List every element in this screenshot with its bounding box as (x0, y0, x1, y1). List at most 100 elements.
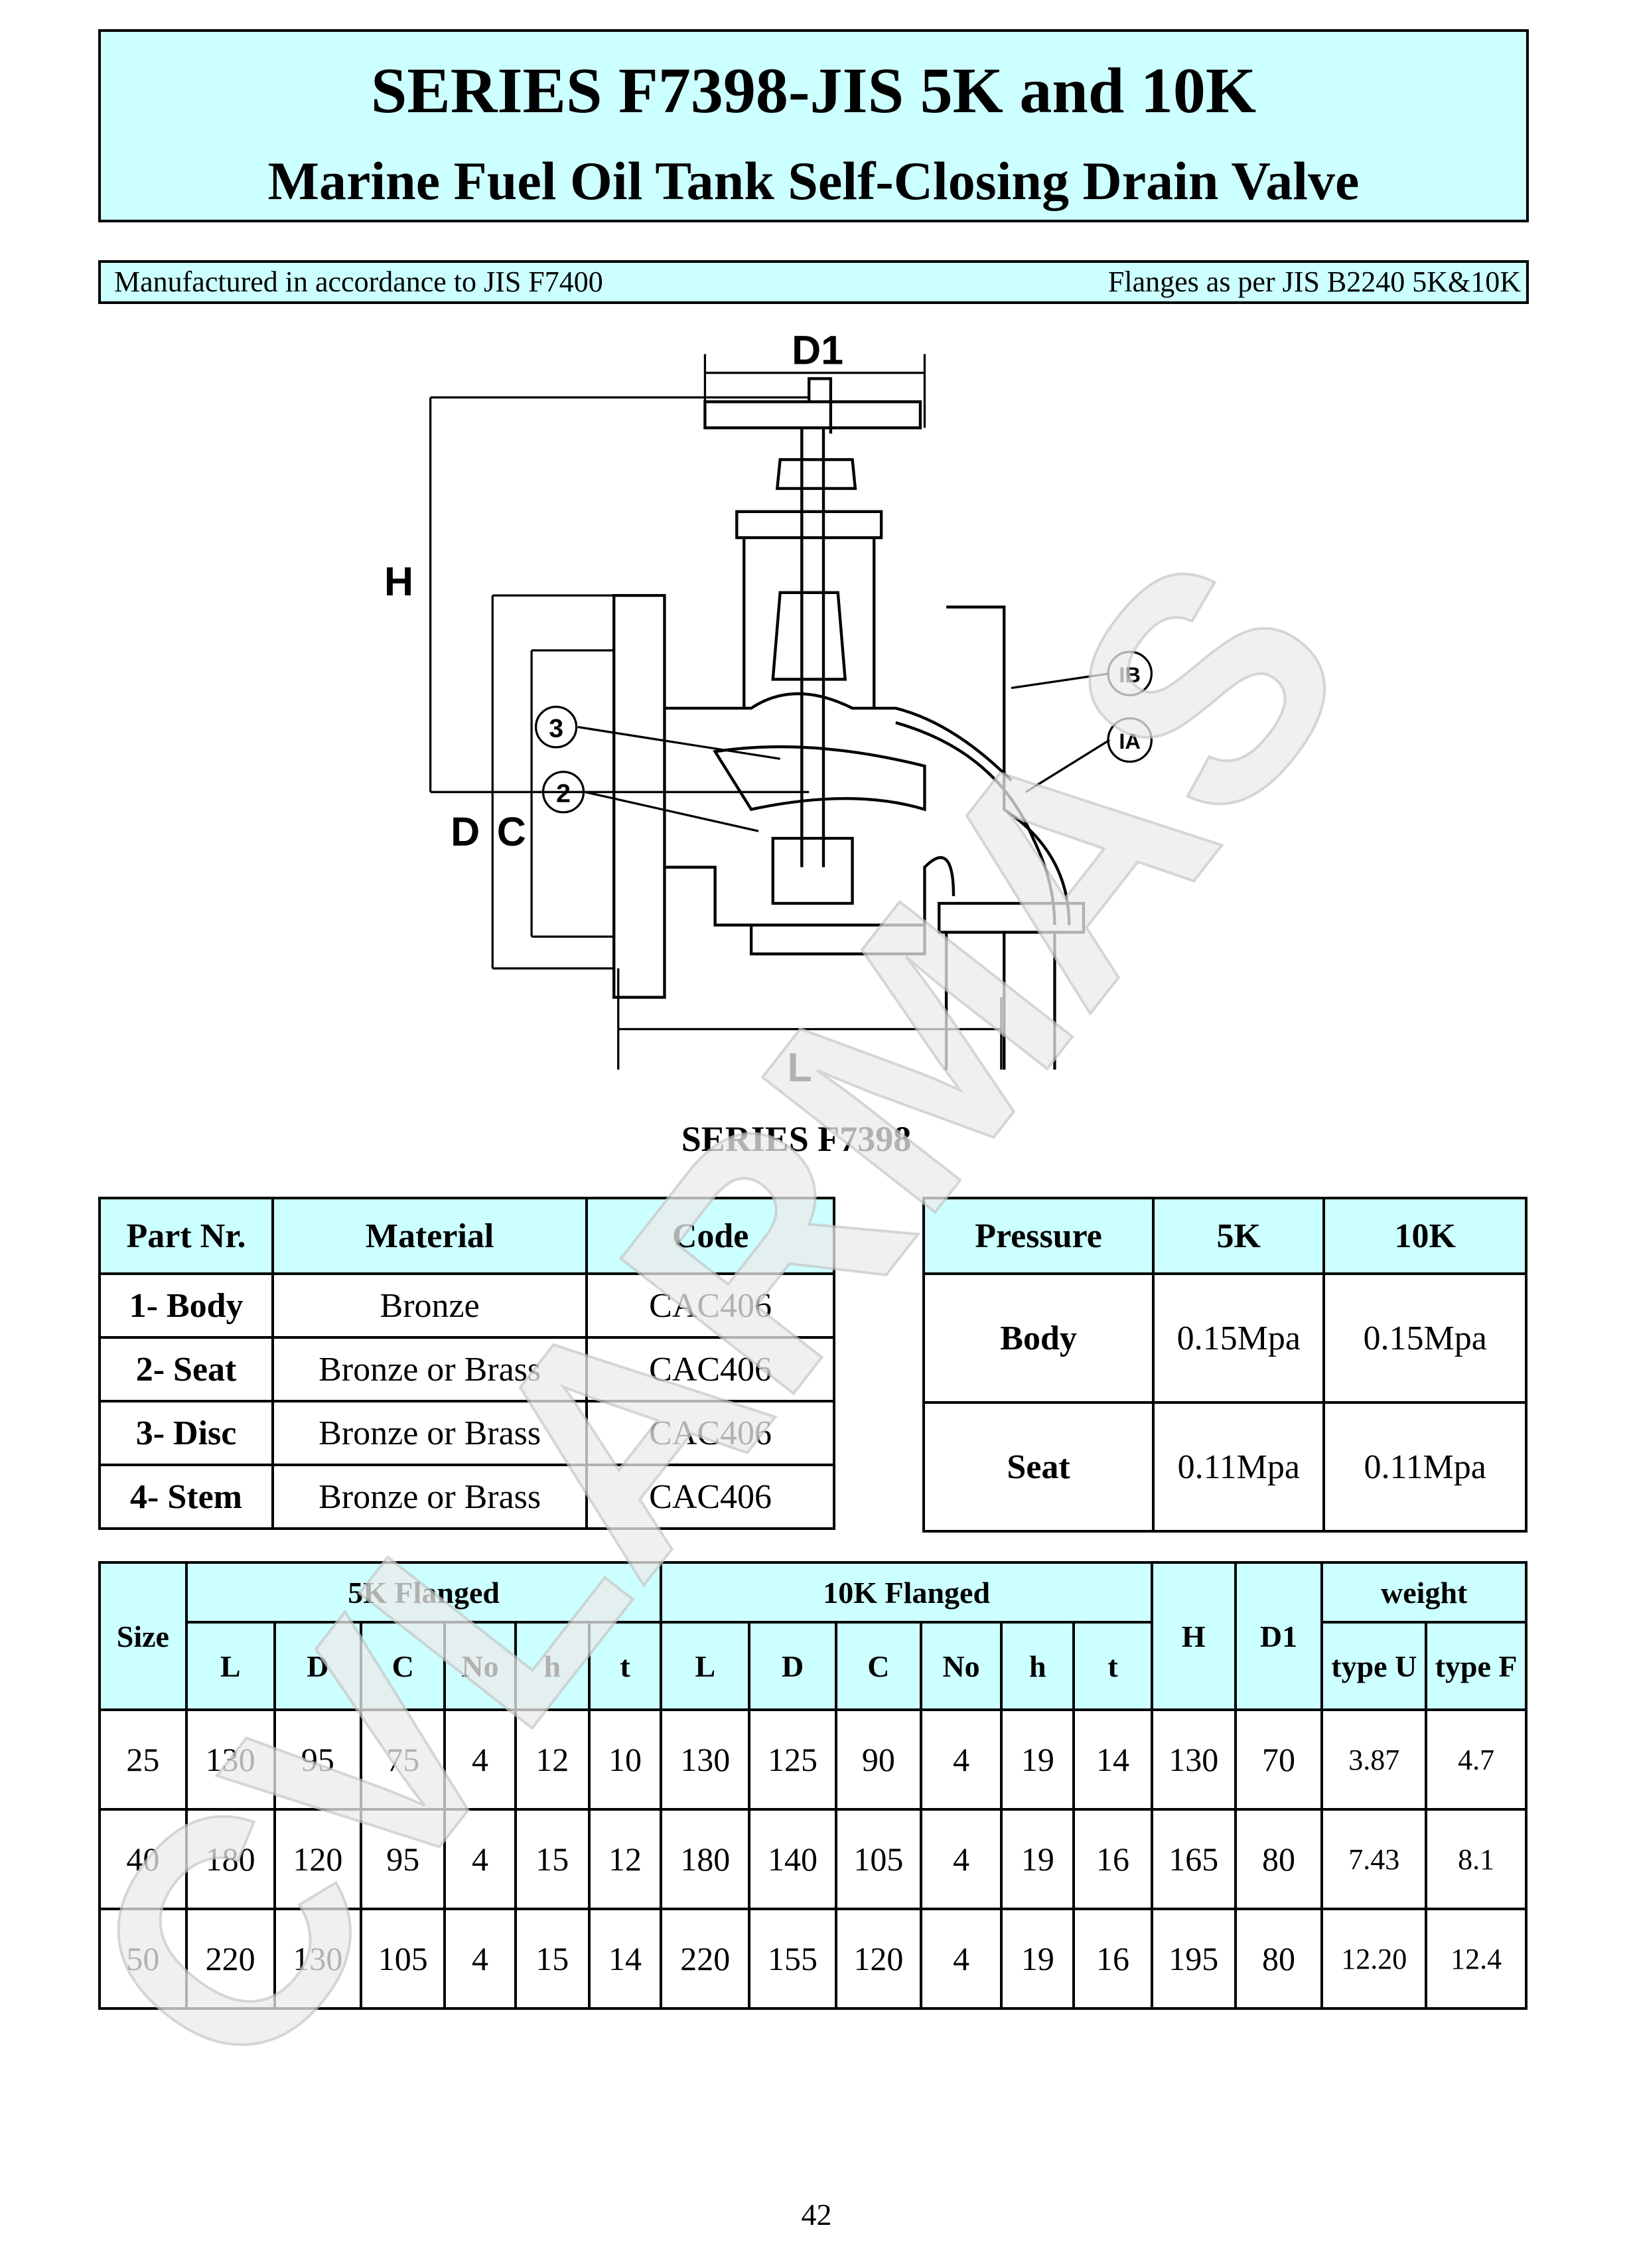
callout-ia: IA (1119, 729, 1141, 753)
cell: 120 (834, 1908, 922, 2010)
header-pressure: Pressure (922, 1197, 1155, 1275)
header-10k-flanged: 10K Flanged (660, 1561, 1153, 1624)
table-subheader-row: L D C No h t L D C No h t type U type F (100, 1621, 1527, 1711)
cell: 7.43 (1320, 1808, 1428, 1910)
valve-diagram: D1 H D C L 3 2 IB IA (384, 328, 1153, 1090)
info-bar: Manufactured in accordance to JIS F7400 … (98, 260, 1529, 304)
cell: 14 (587, 1908, 663, 2010)
cell: 155 (748, 1908, 837, 2010)
callout-3: 3 (549, 715, 563, 743)
page-title: SERIES F7398-JIS 5K and 10K (370, 55, 1257, 127)
cell: 0.11Mpa (1322, 1401, 1527, 1533)
header-part-nr: Part Nr. (98, 1197, 275, 1275)
callout-2: 2 (556, 780, 571, 808)
cell: 4 (919, 1908, 1003, 2010)
cell: 80 (1234, 1908, 1324, 2010)
cell: Bronze or Brass (271, 1336, 589, 1402)
cell: 16 (1072, 1808, 1153, 1910)
cell: 3.87 (1320, 1708, 1428, 1811)
table-header-row: Pressure 5K 10K (922, 1197, 1527, 1275)
dim-label-h: H (384, 559, 413, 604)
header-5k-flanged: 5K Flanged (184, 1561, 663, 1624)
cell: 4.7 (1425, 1708, 1527, 1811)
dim-label-d1: D1 (792, 328, 843, 373)
cell: 4 (919, 1808, 1003, 1910)
cell: 15 (514, 1808, 591, 1910)
cell: 195 (1150, 1908, 1237, 2010)
cell: 40 (98, 1808, 188, 1910)
cell: 75 (360, 1708, 447, 1811)
header-weight: weight (1320, 1561, 1527, 1624)
table-header-row: Size 5K Flanged 10K Flanged H D1 weight (98, 1561, 1527, 1711)
cell: Body (922, 1272, 1155, 1404)
cell: 70 (1234, 1708, 1324, 1811)
cell: 0.15Mpa (1152, 1272, 1326, 1404)
header-d1: D1 (1234, 1561, 1324, 1711)
cell: 19 (1000, 1708, 1076, 1811)
flange-note: Flanges as per JIS B2240 5K&10K (1107, 265, 1521, 298)
header-h: H (1150, 1561, 1237, 1711)
cell: 4 (443, 1708, 517, 1811)
cell: 14 (1072, 1708, 1153, 1811)
header-10k-no: No (919, 1621, 1003, 1711)
dimension-table: Size 5K Flanged 10K Flanged H D1 weight … (98, 1561, 1527, 2010)
cell: 130 (1150, 1708, 1237, 1811)
cell: 130 (660, 1708, 751, 1811)
header-10k-c: C (834, 1621, 922, 1711)
cell: 95 (273, 1708, 363, 1811)
cell: 95 (360, 1808, 447, 1910)
cell: 4 (919, 1708, 1003, 1811)
cell: 10 (587, 1708, 663, 1811)
dim-label-d: D (451, 809, 480, 854)
cell: 19 (1000, 1908, 1076, 2010)
cell: 16 (1072, 1908, 1153, 2010)
cell: 0.15Mpa (1322, 1272, 1527, 1404)
title-box: SERIES F7398-JIS 5K and 10K Marine Fuel … (98, 29, 1529, 222)
cell: 220 (660, 1908, 751, 2010)
header-5k-d: D (273, 1621, 363, 1711)
cell: 80 (1234, 1808, 1324, 1910)
callout-ib: IB (1119, 662, 1141, 687)
cell: Bronze (271, 1272, 589, 1339)
cell: 4- Stem (98, 1464, 275, 1530)
cell: 12.20 (1320, 1908, 1428, 2010)
cell: 4 (443, 1908, 517, 2010)
header-5k-t: t (587, 1621, 663, 1711)
cell: 12.4 (1425, 1908, 1527, 2010)
cell: 25 (98, 1708, 188, 1811)
dim-label-c: C (497, 809, 526, 854)
header-10k-t: t (1072, 1621, 1153, 1711)
dim-label-l: L (788, 1045, 812, 1090)
header-10k: 10K (1322, 1197, 1527, 1275)
cell: 165 (1150, 1808, 1237, 1910)
header-5k-h: h (514, 1621, 591, 1711)
header-code: Code (585, 1197, 835, 1275)
cell: 130 (273, 1908, 363, 2010)
cell: 8.1 (1425, 1808, 1527, 1910)
cell: CAC406 (585, 1464, 835, 1530)
header-5k-no: No (443, 1621, 517, 1711)
cell: 125 (748, 1708, 837, 1811)
cell: 220 (184, 1908, 276, 2010)
header-10k-d: D (748, 1621, 837, 1711)
cell: Bronze or Brass (271, 1464, 589, 1530)
header-type-f: type F (1425, 1621, 1527, 1711)
cell: 19 (1000, 1808, 1076, 1910)
cell: 180 (660, 1808, 751, 1910)
page-subtitle: Marine Fuel Oil Tank Self-Closing Drain … (267, 151, 1360, 211)
cell: 12 (587, 1808, 663, 1910)
cell: 0.11Mpa (1152, 1401, 1326, 1533)
header-5k: 5K (1152, 1197, 1326, 1275)
header-10k-l: L (660, 1621, 751, 1711)
cell: Bronze or Brass (271, 1400, 589, 1466)
cell: 90 (834, 1708, 922, 1811)
